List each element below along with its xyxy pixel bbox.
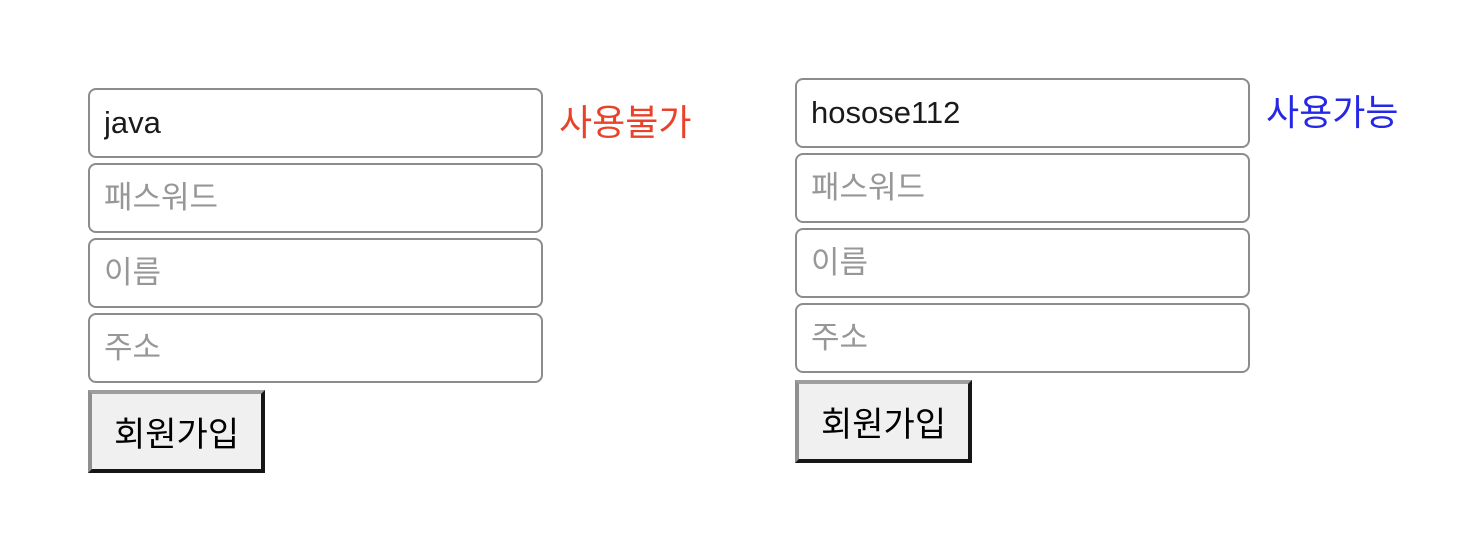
address-input[interactable] [795, 303, 1250, 373]
signup-button[interactable]: 회원가입 [88, 390, 266, 473]
name-input[interactable] [88, 238, 543, 308]
username-input[interactable] [88, 88, 543, 158]
password-input[interactable] [88, 163, 543, 233]
username-row: 사용가능 [795, 78, 1455, 153]
username-input[interactable] [795, 78, 1250, 148]
username-availability-status: 사용불가 [559, 102, 692, 143]
signup-form-unavailable: 사용불가 회원가입 [88, 88, 748, 473]
password-input[interactable] [795, 153, 1250, 223]
signup-button[interactable]: 회원가입 [795, 380, 973, 463]
username-availability-status: 사용가능 [1266, 92, 1399, 133]
name-input[interactable] [795, 228, 1250, 298]
username-row: 사용불가 [88, 88, 748, 163]
address-input[interactable] [88, 313, 543, 383]
signup-form-available: 사용가능 회원가입 [795, 78, 1455, 463]
